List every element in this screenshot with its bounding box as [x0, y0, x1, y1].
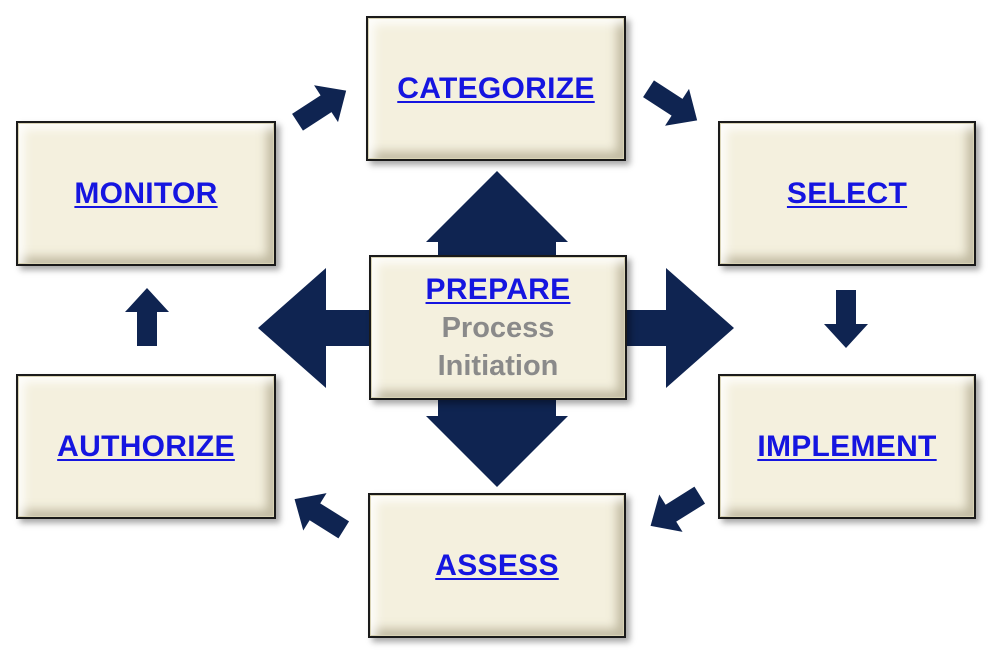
step-assess: ASSESS	[368, 493, 626, 638]
select-link[interactable]: SELECT	[786, 176, 908, 210]
arrow-assess-to-authorize	[294, 493, 350, 539]
prepare-link[interactable]: PREPARE	[425, 273, 571, 306]
arrow-implement-to-assess	[650, 486, 706, 532]
center-arrow-left	[258, 268, 369, 388]
step-authorize: AUTHORIZE	[16, 374, 276, 519]
arrow-monitor-to-categorize	[292, 85, 347, 131]
assess-link[interactable]: ASSESS	[435, 548, 559, 582]
center-arrow-down	[426, 400, 568, 487]
prepare-subtitle-line2: Initiation	[437, 350, 559, 382]
step-implement: IMPLEMENT	[718, 374, 976, 519]
center-arrow-up	[426, 171, 568, 255]
authorize-link[interactable]: AUTHORIZE	[57, 429, 235, 463]
center-arrow-right	[627, 268, 734, 388]
step-prepare: PREPARE Process Initiation	[369, 255, 627, 400]
arrow-categorize-to-select	[643, 80, 698, 126]
prepare-subtitle-line1: Process	[441, 312, 555, 344]
step-categorize: CATEGORIZE	[366, 16, 626, 161]
arrow-authorize-to-monitor	[125, 288, 169, 346]
step-monitor: MONITOR	[16, 121, 276, 266]
implement-link[interactable]: IMPLEMENT	[757, 429, 937, 463]
monitor-link[interactable]: MONITOR	[74, 176, 218, 210]
arrow-select-to-implement	[824, 290, 868, 348]
categorize-link[interactable]: CATEGORIZE	[397, 71, 595, 105]
step-select: SELECT	[718, 121, 976, 266]
